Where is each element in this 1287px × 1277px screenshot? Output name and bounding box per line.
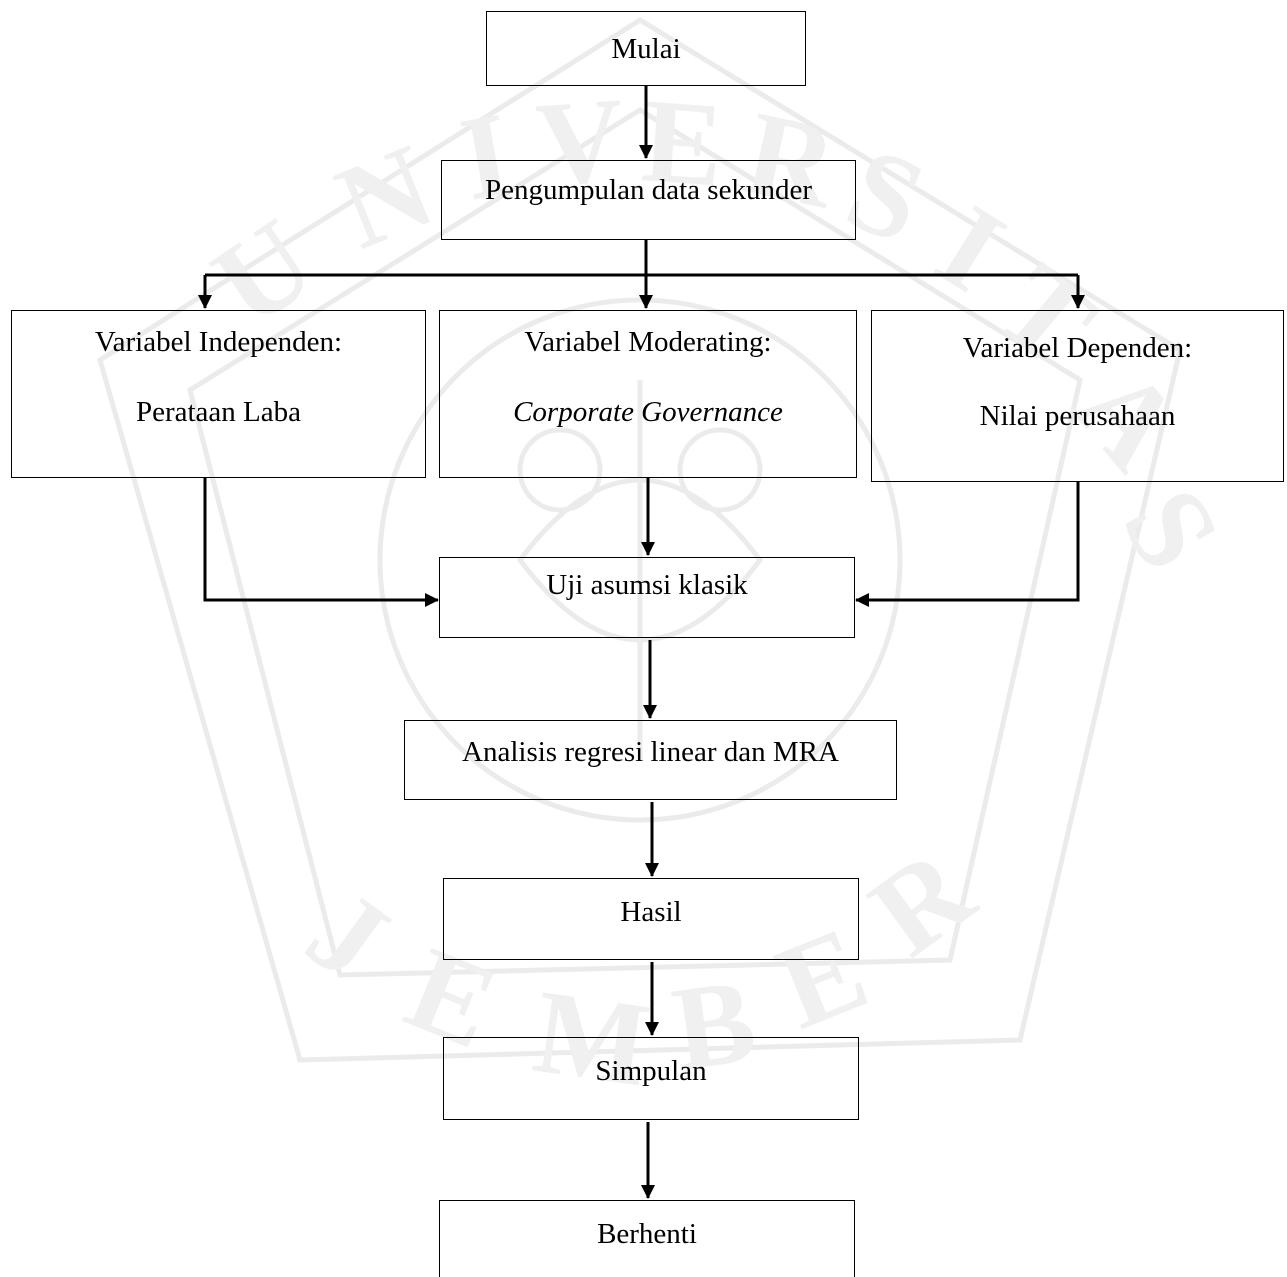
svg-text:B: B <box>665 953 763 1096</box>
svg-text:E: E <box>638 73 727 211</box>
node-analisis-label: Analisis regresi linear dan MRA <box>462 736 839 768</box>
node-pengumpulan-label: Pengumpulan data sekunder <box>485 174 812 206</box>
node-berhenti-label: Berhenti <box>597 1218 697 1250</box>
node-variabel-dependen: Variabel Dependen: Nilai perusahaan <box>871 310 1284 482</box>
arrow-dependen-to-uji <box>855 482 1080 607</box>
svg-text:V: V <box>533 72 629 211</box>
node-analisis-regresi: Analisis regresi linear dan MRA <box>404 720 897 800</box>
node-moderating-heading: Variabel Moderating: <box>524 326 772 358</box>
node-dependen-name: Nilai perusahaan <box>979 400 1176 432</box>
node-dependen-heading: Variabel Dependen: <box>962 332 1193 364</box>
node-mulai: Mulai <box>486 11 806 86</box>
node-independen-heading: Variabel Independen: <box>94 326 343 358</box>
node-simpulan-label: Simpulan <box>595 1055 707 1087</box>
node-berhenti: Berhenti <box>439 1200 855 1277</box>
node-hasil-label: Hasil <box>620 896 682 928</box>
node-independen-name: Perataan Laba <box>135 396 302 428</box>
node-uji-asumsi-klasik: Uji asumsi klasik <box>439 557 855 638</box>
node-moderating-name: Corporate Governance <box>513 396 783 428</box>
node-uji-label: Uji asumsi klasik <box>546 569 748 601</box>
node-variabel-moderating: Variabel Moderating: Corporate Governanc… <box>439 310 857 478</box>
node-pengumpulan-data: Pengumpulan data sekunder <box>441 160 856 240</box>
node-simpulan: Simpulan <box>443 1037 859 1120</box>
arrow-independen-to-uji <box>203 478 439 607</box>
node-hasil: Hasil <box>443 878 859 960</box>
node-mulai-label: Mulai <box>611 33 681 65</box>
node-variabel-independen: Variabel Independen: Perataan Laba <box>11 310 426 478</box>
